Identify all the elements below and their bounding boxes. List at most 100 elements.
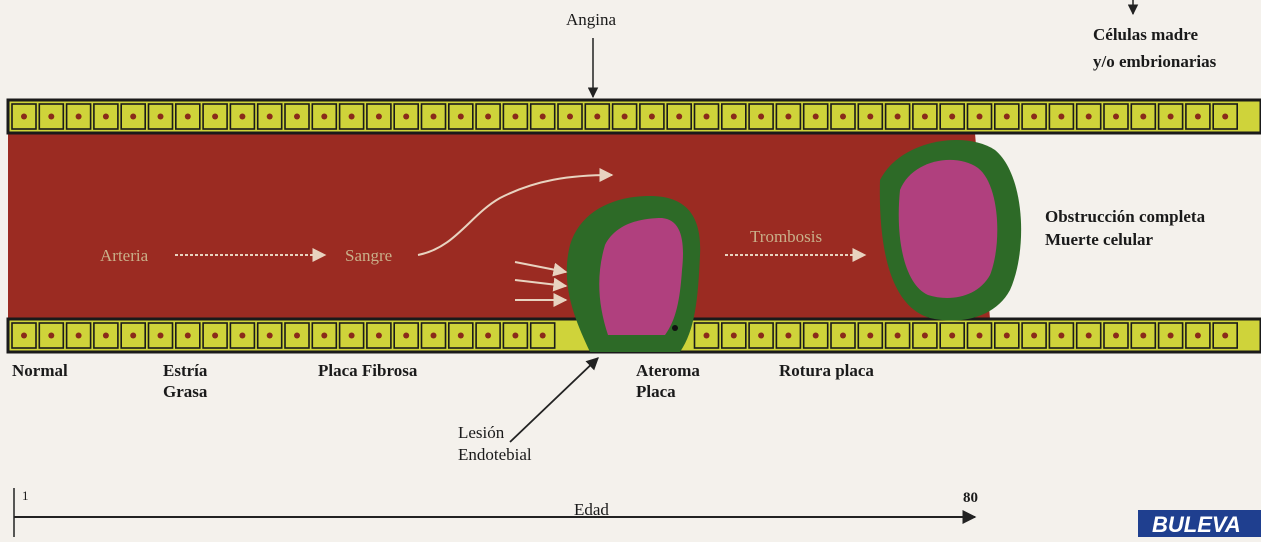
cell-nucleus [649, 114, 655, 120]
cell-nucleus [895, 114, 901, 120]
cell-nucleus [840, 114, 846, 120]
cell-nucleus [267, 333, 273, 339]
cell-nucleus [294, 333, 300, 339]
stage-atheroma-label-line2: Placa [636, 382, 676, 402]
cell-nucleus [731, 333, 737, 339]
cell-nucleus [1168, 114, 1174, 120]
cell-nucleus [704, 114, 710, 120]
cell-nucleus [1113, 114, 1119, 120]
cell-nucleus [1168, 333, 1174, 339]
cell-nucleus [403, 114, 409, 120]
cell-nucleus [758, 333, 764, 339]
cell-nucleus [895, 333, 901, 339]
cell-nucleus [867, 333, 873, 339]
artery-label: Arteria [100, 246, 148, 266]
cell-nucleus [922, 114, 928, 120]
cell-nucleus [1140, 114, 1146, 120]
cell-nucleus [294, 114, 300, 120]
cell-nucleus [21, 114, 27, 120]
cell-nucleus [1004, 333, 1010, 339]
occlusion-plaque-core [899, 160, 998, 298]
cell-nucleus [130, 333, 136, 339]
cell-nucleus [458, 333, 464, 339]
age-axis-end-label: 80 [963, 488, 978, 508]
stem-cells-label-line2: y/o embrionarias [1093, 52, 1216, 72]
cell-nucleus [1031, 333, 1037, 339]
cell-nucleus [758, 114, 764, 120]
cell-nucleus [731, 114, 737, 120]
cell-nucleus [103, 114, 109, 120]
cell-nucleus [785, 333, 791, 339]
thrombosis-label: Trombosis [750, 227, 822, 247]
cell-nucleus [567, 114, 573, 120]
cell-nucleus [76, 333, 82, 339]
cell-nucleus [512, 114, 518, 120]
cell-nucleus [267, 114, 273, 120]
angina-label: Angina [566, 10, 616, 30]
cell-nucleus [48, 333, 54, 339]
cell-nucleus [103, 333, 109, 339]
cell-nucleus [540, 333, 546, 339]
cell-nucleus [1086, 333, 1092, 339]
cell-nucleus [704, 333, 710, 339]
cell-nucleus [158, 333, 164, 339]
cell-nucleus [431, 333, 437, 339]
blood-label: Sangre [345, 246, 392, 266]
cell-nucleus [376, 333, 382, 339]
cell-nucleus [813, 114, 819, 120]
stage-plaque-rupture-label: Rotura placa [779, 361, 874, 381]
cell-nucleus [485, 114, 491, 120]
cell-nucleus [349, 114, 355, 120]
obstruction-label-line1: Obstrucción completa [1045, 207, 1205, 227]
stem-cells-label-line1: Células madre [1093, 25, 1198, 45]
brand-logo: BULEVA [1138, 510, 1261, 537]
cell-nucleus [1195, 114, 1201, 120]
cell-nucleus [431, 114, 437, 120]
stage-fibrous-plaque-label: Placa Fibrosa [318, 361, 417, 381]
cell-nucleus [349, 333, 355, 339]
lesion-label-line1: Lesión [458, 423, 504, 443]
cell-nucleus [1222, 114, 1228, 120]
lesion-arrow [510, 358, 598, 442]
cell-nucleus [622, 114, 628, 120]
cell-nucleus [485, 333, 491, 339]
cell-nucleus [1086, 114, 1092, 120]
cell-nucleus [813, 333, 819, 339]
cell-nucleus [212, 333, 218, 339]
cell-nucleus [594, 114, 600, 120]
cell-nucleus [1058, 333, 1064, 339]
cell-nucleus [21, 333, 27, 339]
cell-nucleus [949, 114, 955, 120]
cell-nucleus [977, 333, 983, 339]
cell-nucleus [239, 333, 245, 339]
atheroma-plaque-core [599, 218, 683, 335]
cell-nucleus [867, 114, 873, 120]
cell-nucleus [1140, 333, 1146, 339]
stage-fatty-streak-label-line2: Grasa [163, 382, 207, 402]
cell-nucleus [949, 333, 955, 339]
cell-nucleus [1195, 333, 1201, 339]
cell-nucleus [158, 114, 164, 120]
cell-nucleus [785, 114, 791, 120]
cell-nucleus [76, 114, 82, 120]
cell-nucleus [130, 114, 136, 120]
age-axis-title: Edad [574, 500, 609, 520]
cell-nucleus [676, 114, 682, 120]
cell-nucleus [458, 114, 464, 120]
age-axis-start-label: 1 [22, 486, 29, 506]
cell-nucleus [1113, 333, 1119, 339]
cell-nucleus [48, 114, 54, 120]
stage-normal-label: Normal [12, 361, 68, 381]
cell-nucleus [239, 114, 245, 120]
cell-nucleus [212, 114, 218, 120]
stage-atheroma-label-line1: Ateroma [636, 361, 700, 381]
lesion-label-line2: Endotebial [458, 445, 532, 465]
cell-nucleus [1058, 114, 1064, 120]
cell-nucleus [1222, 333, 1228, 339]
stage-fatty-streak-label-line1: Estría [163, 361, 207, 381]
cell-nucleus [403, 333, 409, 339]
obstruction-label-line2: Muerte celular [1045, 230, 1153, 250]
cell-nucleus [840, 333, 846, 339]
